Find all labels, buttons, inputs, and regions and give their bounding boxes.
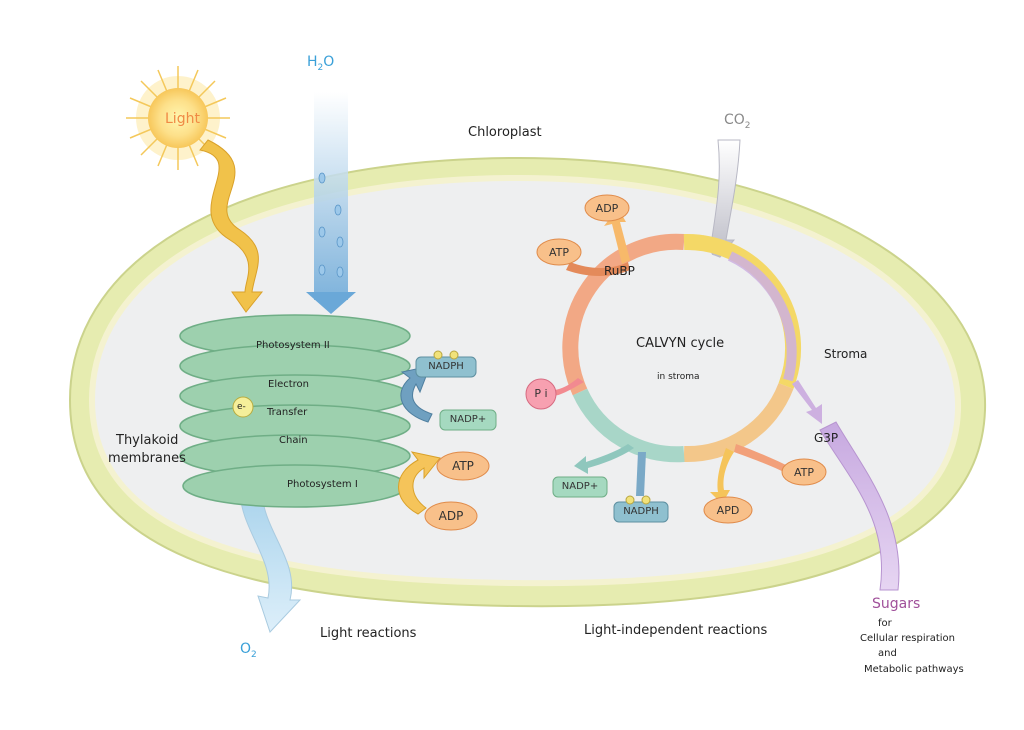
apd-bottom-arrow — [710, 448, 734, 504]
adp-top-chip — [584, 194, 630, 222]
transfer-label: Transfer — [267, 407, 308, 418]
co2-label-main: CO — [724, 112, 745, 128]
sugars-for-label: for — [878, 618, 892, 629]
pi-chip — [525, 378, 557, 410]
apd-bottom-chip — [703, 496, 753, 524]
thylakoid-label-line2: membranes — [108, 451, 186, 466]
atp-top-label: ATP — [548, 246, 570, 259]
calvin-subtitle: in stroma — [657, 372, 700, 382]
adp-top-label: ADP — [595, 202, 619, 215]
chloroplast-label: Chloroplast — [468, 125, 542, 140]
atp-right-label: ATP — [793, 466, 815, 479]
nadp-bottom-label: NADP+ — [561, 481, 599, 492]
atp-left-label: ATP — [452, 459, 474, 473]
sugars-and-label: and — [878, 648, 897, 659]
nadph-left-chip — [415, 350, 477, 378]
water-label-sub: 2 — [317, 62, 324, 73]
light-independent-label: Light-independent reactions — [584, 623, 768, 638]
nadp-left-chip — [439, 409, 497, 431]
apd-bottom-label: APD — [716, 504, 740, 517]
atp-right-chip — [781, 458, 827, 486]
o2-label: O2 — [240, 642, 257, 660]
sugars-metabolic-label: Metabolic pathways — [864, 664, 964, 675]
nadp-bottom-arrow — [574, 444, 634, 474]
water-label: H2O — [307, 55, 334, 73]
rubp-label: RuBP — [604, 264, 635, 278]
thylakoid-label-line1: Thylakoid — [116, 433, 179, 448]
adp-left-chip — [424, 501, 478, 531]
electron-icon — [232, 396, 254, 418]
atp-top-arrow — [566, 262, 630, 276]
nadp-left-label: NADP+ — [449, 414, 487, 425]
photosystem1-label: Photosystem I — [287, 479, 358, 490]
o2-arrow — [239, 489, 302, 633]
electron-label: Electron — [268, 379, 310, 390]
chain-label: Chain — [279, 435, 308, 446]
pi-label: P i — [534, 387, 548, 400]
g3p-arrow — [792, 380, 822, 424]
light-reactions-label: Light reactions — [320, 626, 417, 641]
nadph-bottom-arrow — [636, 452, 646, 496]
atp-arrow-left — [398, 451, 441, 515]
photosystem2-label: Photosystem II — [256, 340, 330, 351]
calvin-cycle-purple-segment — [727, 251, 797, 382]
sugars-arrow — [819, 421, 900, 591]
thylakoid-stack — [179, 314, 411, 508]
atp-right-arrow — [734, 444, 792, 474]
nadph-bottom-chip — [613, 495, 669, 523]
water-label-o: O — [323, 54, 335, 70]
nadph-bottom-label: NADPH — [623, 506, 659, 517]
light-arrow — [199, 139, 264, 313]
adp-left-label: ADP — [438, 509, 464, 523]
sugars-cellular-label: Cellular respiration — [860, 633, 955, 644]
co2-label: CO2 — [724, 113, 751, 131]
calvin-title: CALVYN cycle — [636, 336, 725, 351]
co2-arrow — [703, 139, 741, 263]
adp-top-arrow — [604, 208, 630, 264]
o2-label-main: O — [240, 641, 252, 657]
co2-label-sub: 2 — [744, 120, 751, 131]
water-label-h: H — [307, 54, 318, 70]
o2-label-sub: 2 — [251, 649, 257, 660]
stroma-label: Stroma — [824, 347, 868, 361]
nadph-left-label: NADPH — [428, 361, 464, 372]
sun-icon — [126, 66, 230, 170]
sugars-label: Sugars — [872, 596, 921, 612]
water-arrow — [306, 92, 356, 314]
atp-left-chip — [436, 451, 490, 481]
e-minus-label: e- — [237, 402, 246, 412]
nadp-bottom-chip — [552, 476, 608, 498]
atp-top-chip — [536, 238, 582, 266]
g3p-label: G3P — [814, 431, 839, 445]
light-label: Light — [165, 111, 200, 127]
